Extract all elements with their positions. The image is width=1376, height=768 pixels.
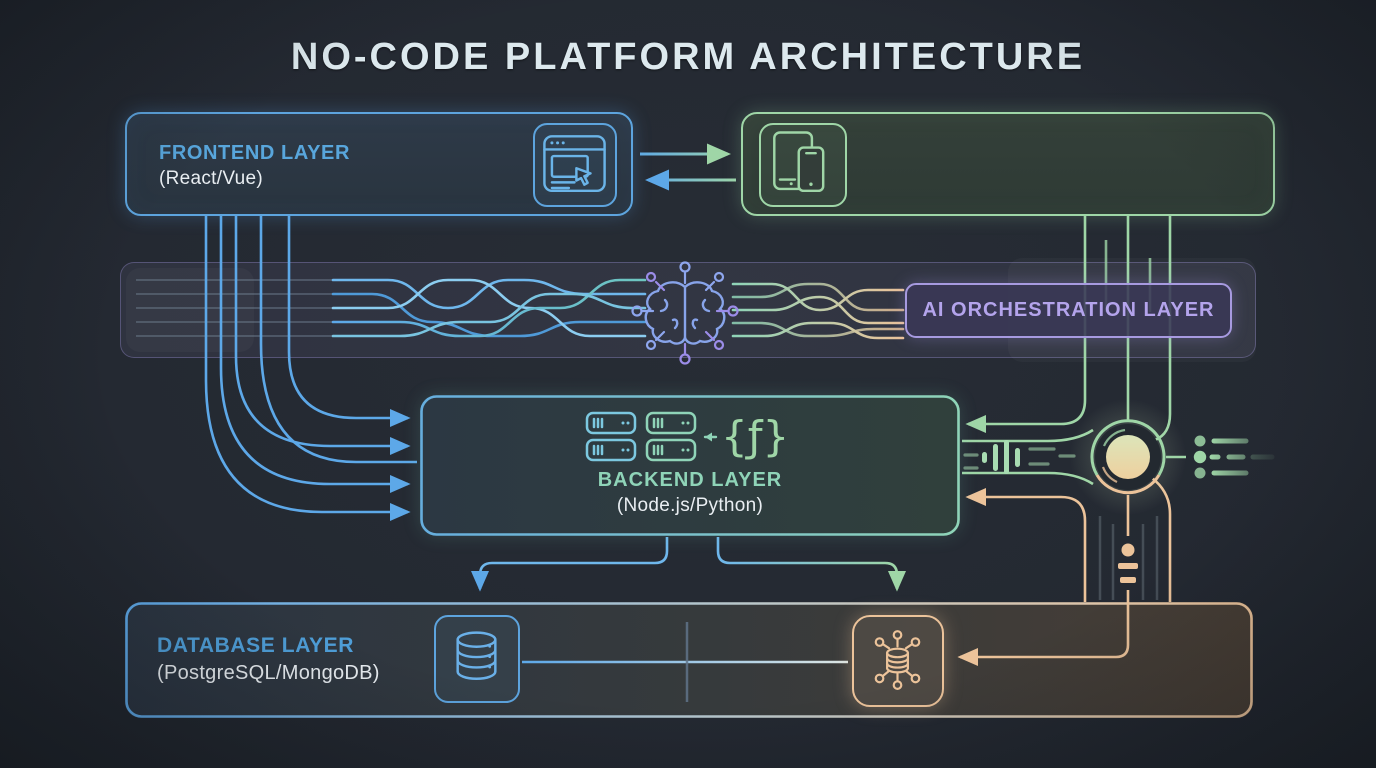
- devices-box: [741, 112, 1275, 216]
- svg-text:{ƒ}: {ƒ}: [721, 412, 789, 461]
- page-title: NO-CODE PLATFORM ARCHITECTURE: [290, 36, 1086, 78]
- band-left-lines: [136, 279, 333, 337]
- backend-icons-row: {ƒ}: [585, 410, 797, 464]
- distributed-database-icon: [852, 615, 944, 707]
- frontend-layer-box: FRONTEND LAYER (React/Vue): [125, 112, 633, 216]
- waveform-icon: [982, 440, 1020, 474]
- hub-node: [1070, 399, 1186, 515]
- ai-orchestration-label-text: AI ORCHESTRATION LAYER: [922, 299, 1215, 321]
- database-layer-title: DATABASE LAYER: [157, 634, 355, 657]
- backend-layer-box: {ƒ} BACKEND LAYER (Node.js/Python): [420, 395, 960, 536]
- faint-db-lines: [1098, 516, 1159, 600]
- backend-layer-title: BACKEND LAYER: [597, 469, 783, 491]
- brain-network-icon: [631, 261, 739, 365]
- blue-braid: [331, 278, 647, 338]
- tablet-phone-icon: [759, 123, 847, 207]
- database-layer-box: DATABASE LAYER (PostgreSQL/MongoDB): [125, 602, 1253, 718]
- frontend-connection-curves: [204, 216, 417, 522]
- browser-window-cursor-icon: [533, 123, 617, 207]
- frontend-layer-title: FRONTEND LAYER: [159, 142, 351, 164]
- server-rack-icon: [585, 411, 637, 462]
- waveform-dashes: [963, 447, 1076, 470]
- frontend-layer-subtitle: (React/Vue): [159, 168, 263, 189]
- function-braces-icon: {ƒ}: [703, 412, 789, 461]
- server-rack-icon: [645, 411, 697, 462]
- devices-sync-arrows: [640, 143, 736, 191]
- backend-layer-subtitle: (Node.js/Python): [616, 495, 764, 516]
- backend-db-arrows: [470, 537, 907, 592]
- green-orange-braid: [731, 282, 905, 340]
- ai-orchestration-label: AI ORCHESTRATION LAYER: [905, 283, 1232, 338]
- database-layer-subtitle: (PostgreSQL/MongoDB): [157, 662, 380, 684]
- database-cylinder-icon: [434, 615, 520, 703]
- hub-dots-decoration: [1166, 435, 1275, 479]
